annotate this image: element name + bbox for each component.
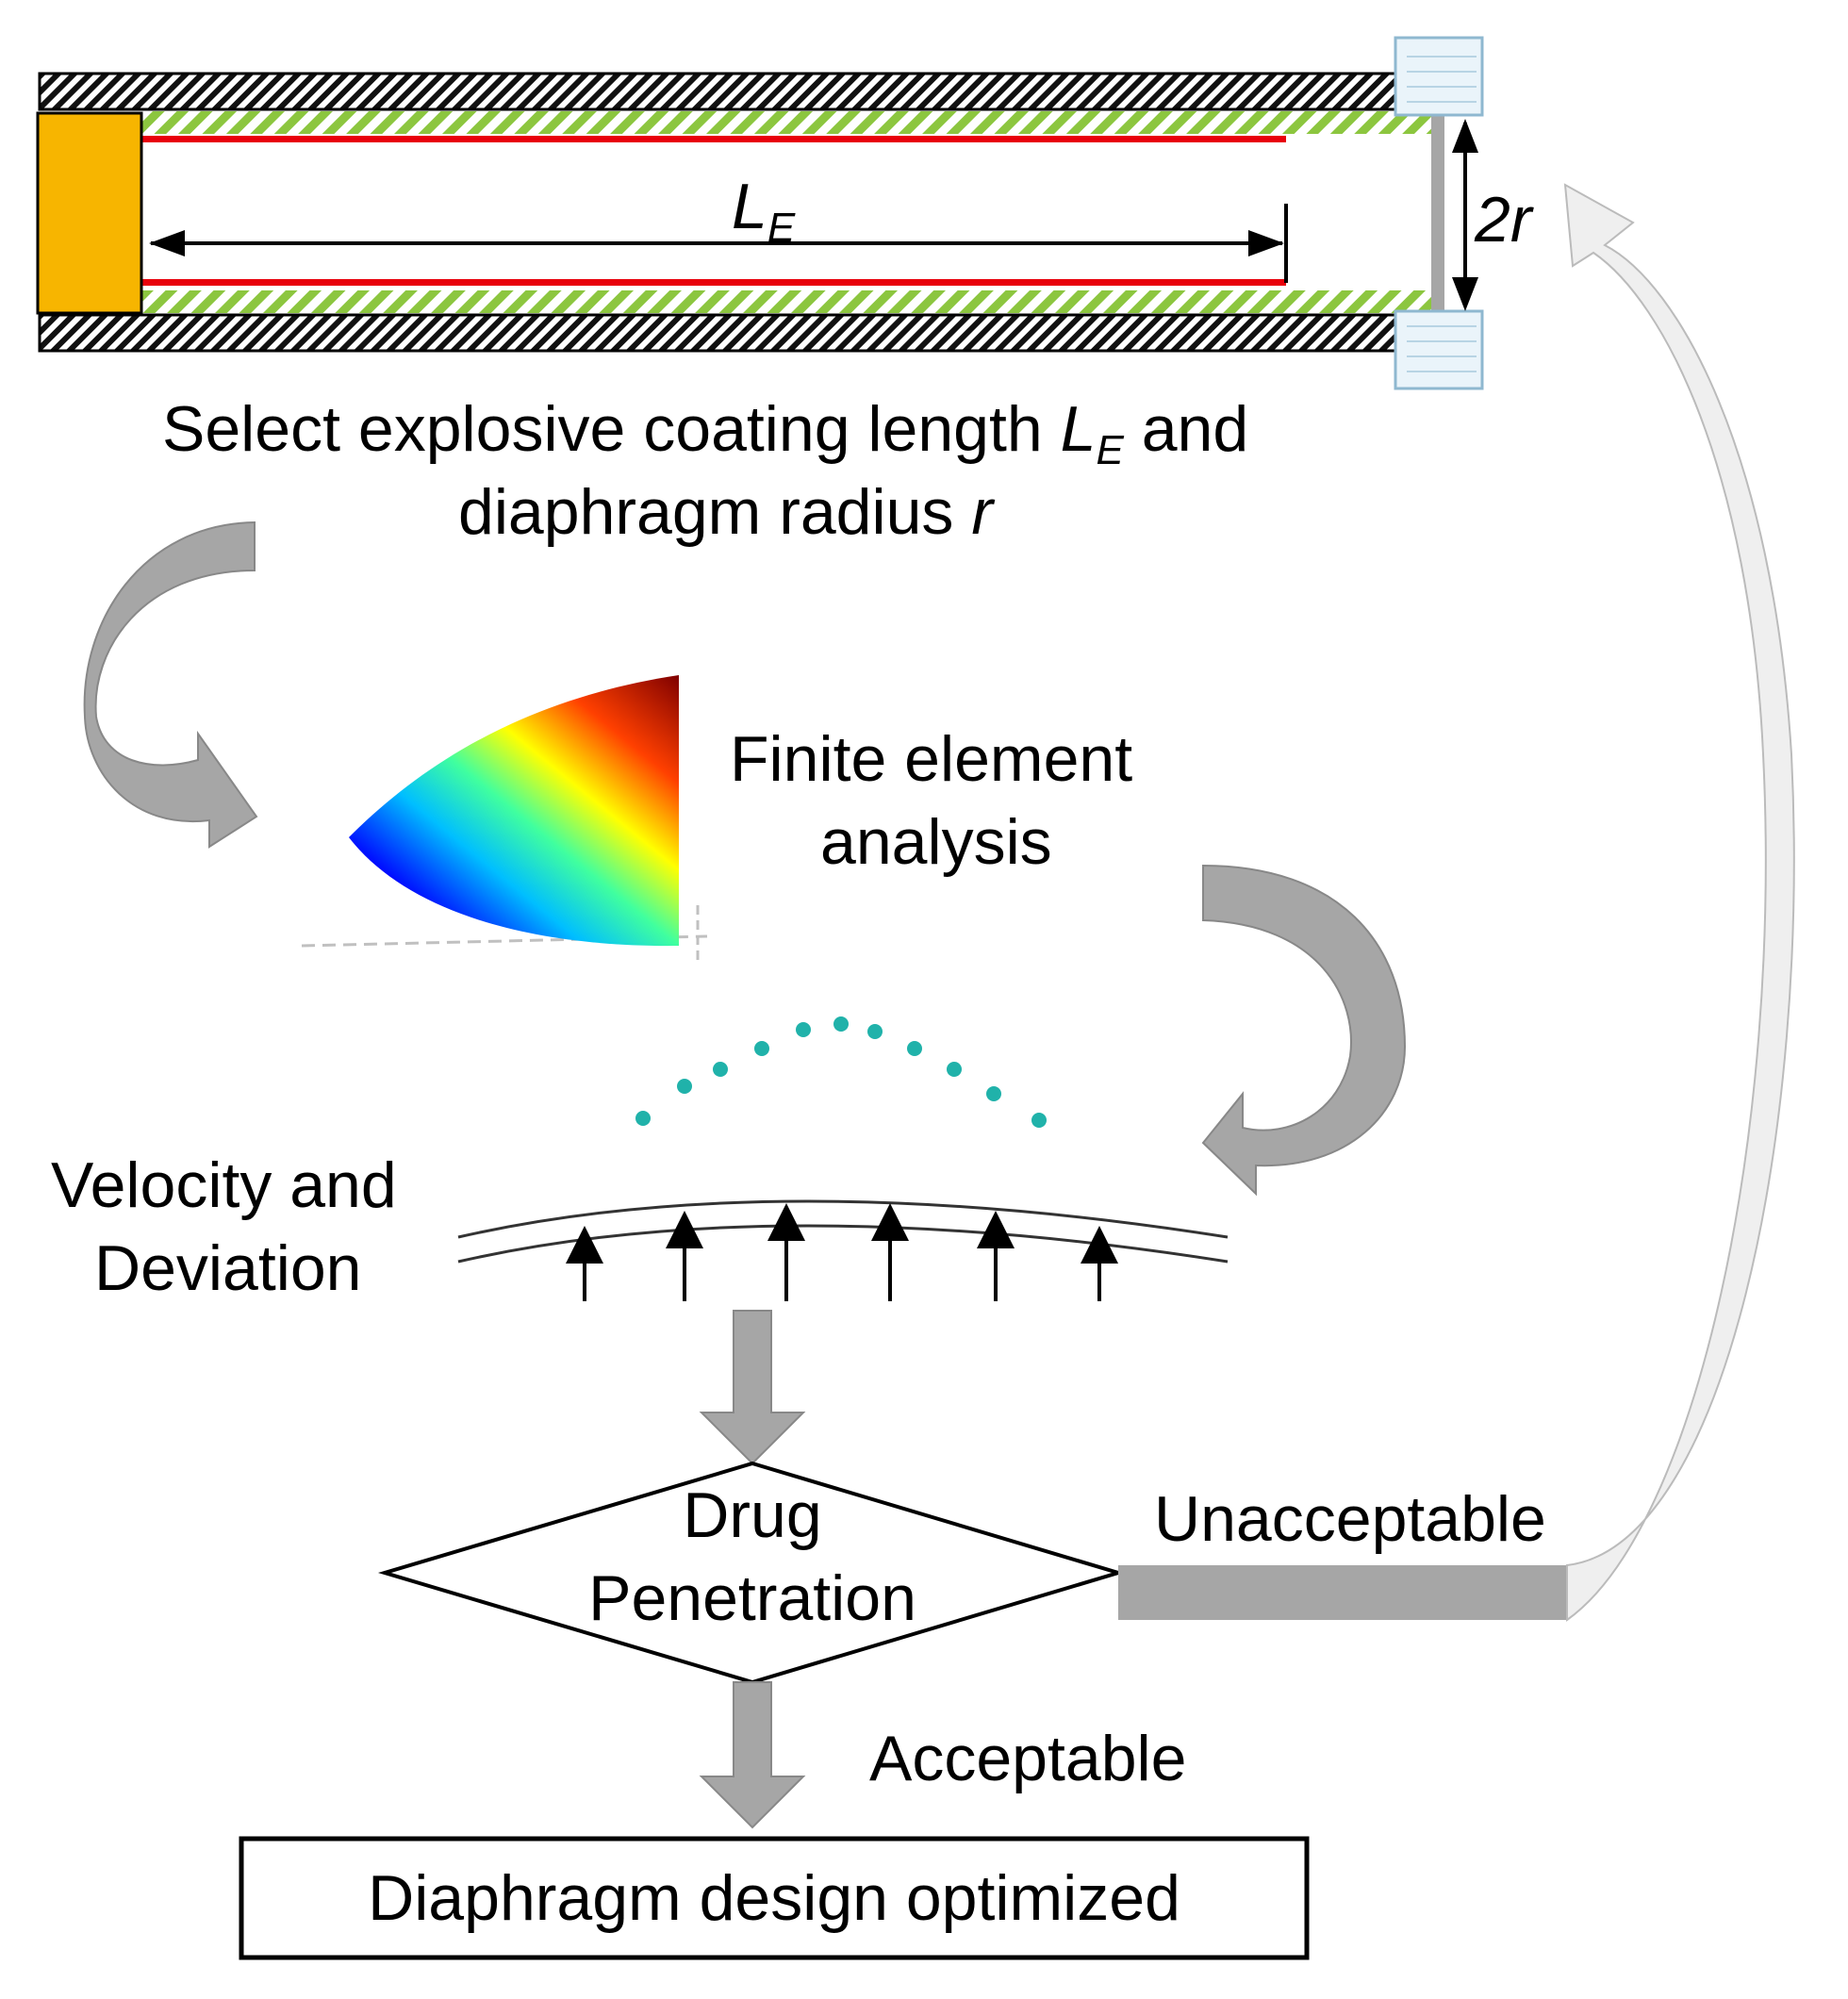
radius-label: 2r xyxy=(1474,184,1534,256)
clamp-top xyxy=(1394,36,1484,117)
liner-bottom xyxy=(141,290,1433,313)
charge-block xyxy=(36,111,143,315)
particle xyxy=(754,1041,769,1056)
result-label: Diaphragm design optimized xyxy=(368,1862,1180,1934)
velocity-label-line1: Velocity and xyxy=(51,1149,397,1221)
diaphragm xyxy=(1431,62,1444,362)
curved-arrow-right xyxy=(1201,864,1407,1197)
particle xyxy=(867,1024,883,1039)
select-step-line2: diaphragm radius r xyxy=(458,476,995,548)
explosive-coating-bottom xyxy=(141,279,1286,286)
outer-wall-bottom xyxy=(38,313,1448,353)
fea-contour-plot xyxy=(301,675,708,960)
particle xyxy=(635,1111,651,1126)
fea-contour-shape xyxy=(349,675,679,947)
liner-top xyxy=(141,111,1433,134)
particle xyxy=(986,1086,1001,1101)
membrane-outer-line xyxy=(457,1199,1229,1239)
membrane xyxy=(457,1199,1229,1264)
result-box xyxy=(239,1836,1310,1960)
membrane-inner-line xyxy=(457,1224,1229,1264)
unacceptable-path-bar xyxy=(1118,1565,1567,1620)
length-arrow-right xyxy=(1248,230,1284,256)
decision-label-line2: Penetration xyxy=(588,1562,916,1634)
radius-arrow-top xyxy=(1452,119,1478,153)
fea-label-line1: Finite element xyxy=(730,723,1132,795)
length-label: LE xyxy=(732,171,796,251)
particle xyxy=(677,1079,692,1094)
acceptable-label: Acceptable xyxy=(869,1723,1186,1794)
fea-label-line2: analysis xyxy=(820,806,1052,878)
down-arrow-to-decision xyxy=(699,1310,806,1465)
velocity-label-line2: Deviation xyxy=(94,1232,362,1304)
particle xyxy=(713,1062,728,1077)
clamp-bottom xyxy=(1394,309,1484,390)
pressure-arrows xyxy=(566,1203,1118,1301)
outer-wall-top xyxy=(38,72,1448,111)
particle xyxy=(796,1022,811,1037)
explosive-coating-top xyxy=(141,136,1286,142)
particle xyxy=(833,1016,849,1032)
down-arrow-acceptable xyxy=(699,1681,806,1829)
curved-arrow-left xyxy=(83,520,258,849)
decision-label-line1: Drug xyxy=(683,1479,821,1551)
particle xyxy=(947,1062,962,1077)
unacceptable-loop-arrow xyxy=(1563,183,1795,1622)
unacceptable-label: Unacceptable xyxy=(1154,1483,1546,1555)
tube-device: LE 2r xyxy=(36,36,1534,390)
radius-arrow-bottom xyxy=(1452,277,1478,311)
drug-particles xyxy=(635,1016,1047,1128)
particle xyxy=(1031,1113,1047,1128)
particle xyxy=(907,1041,922,1056)
length-arrow-left xyxy=(149,230,185,256)
select-step-line1: Select explosive coating length LE and xyxy=(162,393,1248,473)
